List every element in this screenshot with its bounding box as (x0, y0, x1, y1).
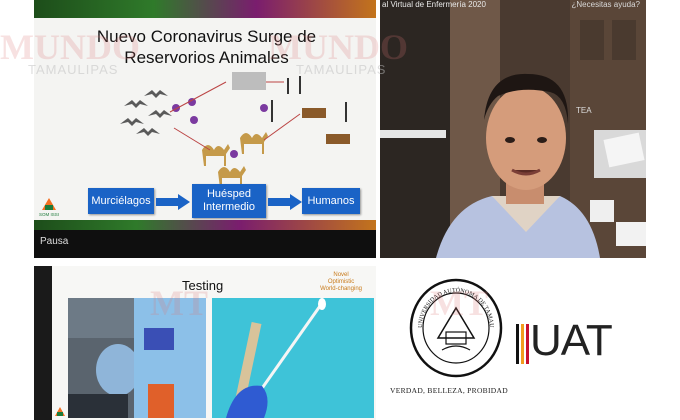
playback-bar[interactable] (34, 230, 376, 258)
slide-bottom-stripe (34, 220, 376, 230)
brand-logo-text: SOM ISSI (39, 212, 60, 217)
university-seal-icon: UNIVERSIDAD AUTÓNOMA DE TAMAULIPAS (408, 278, 503, 378)
flow-arrow-1 (156, 194, 190, 210)
testing-slide-pane: Testing Novel Optimistic World-changing (34, 266, 376, 420)
brand-bar-3 (526, 324, 529, 364)
institution-logo-pane: UNIVERSIDAD AUTÓNOMA DE TAMAULIPAS UAT V… (380, 266, 680, 420)
watermark-text-1: MUNDO (0, 27, 140, 67)
transmission-diagram (120, 72, 350, 186)
camel-icons (202, 132, 268, 186)
watermark-short-2: MT (430, 283, 488, 323)
pause-status[interactable]: Pausa (40, 236, 69, 247)
tagline-line-3: World-changing (320, 286, 362, 292)
tagline-line-1: Novel (333, 272, 349, 278)
brand-bar-1 (516, 324, 519, 364)
tagline-line-2: Optimistic (327, 279, 355, 285)
watermark-sub-1: TAMAULIPAS (28, 62, 119, 77)
bat-icons (120, 90, 172, 136)
slide-title: Nuevo Coronavirus Surge de Reservorios A… (96, 27, 317, 67)
university-brand-icon-small (55, 407, 65, 416)
flow-box-humans: Humanos (302, 188, 360, 214)
testing-title: Testing (182, 278, 224, 293)
hospital-bed-icon (302, 108, 326, 118)
drive-through-test-photo (68, 298, 206, 418)
watermark-short-1: MT (150, 283, 208, 323)
flow-label-intermediate-host: Huésped Intermedio (203, 188, 255, 213)
webcam-scene (380, 0, 646, 258)
hospital-bed-icon-2 (326, 134, 350, 144)
presentation-slide-pane: Nuevo Coronavirus Surge de Reservorios A… (34, 0, 376, 258)
diagram-arrows (169, 81, 301, 151)
swab-photo (212, 298, 374, 418)
university-brand-icon (42, 198, 56, 210)
tagline: Novel Optimistic World-changing (320, 272, 362, 293)
motto-text: VERDAD, BELLEZA, PROBIDAD (390, 386, 508, 395)
slide-side-bar (34, 266, 52, 420)
human-figures (271, 76, 347, 122)
brand-name: UAT (530, 316, 613, 365)
meeting-title: al Virtual de Enfermería 2020 (382, 0, 486, 9)
watermark-sub-2: TAMAULIPAS (296, 62, 387, 77)
flow-label-bats: Murciélagos (91, 195, 151, 207)
flow-label-humans: Humanos (307, 195, 355, 207)
flow-arrow-2 (268, 194, 302, 210)
webcam-video-pane: TEA al Virtual de Enfermería 2020 ¿Neces… (380, 0, 646, 258)
market-cage-icon (232, 72, 266, 90)
poster-text: TEA (576, 106, 592, 115)
flow-box-bats: Murciélagos (88, 188, 154, 214)
slide-top-stripe (34, 0, 376, 18)
help-link[interactable]: ¿Necesitas ayuda? (571, 0, 640, 9)
brand-bar-2 (521, 324, 524, 364)
watermark-text-2: MUNDO (268, 27, 408, 67)
flow-box-intermediate-host: Huésped Intermedio (192, 184, 266, 218)
